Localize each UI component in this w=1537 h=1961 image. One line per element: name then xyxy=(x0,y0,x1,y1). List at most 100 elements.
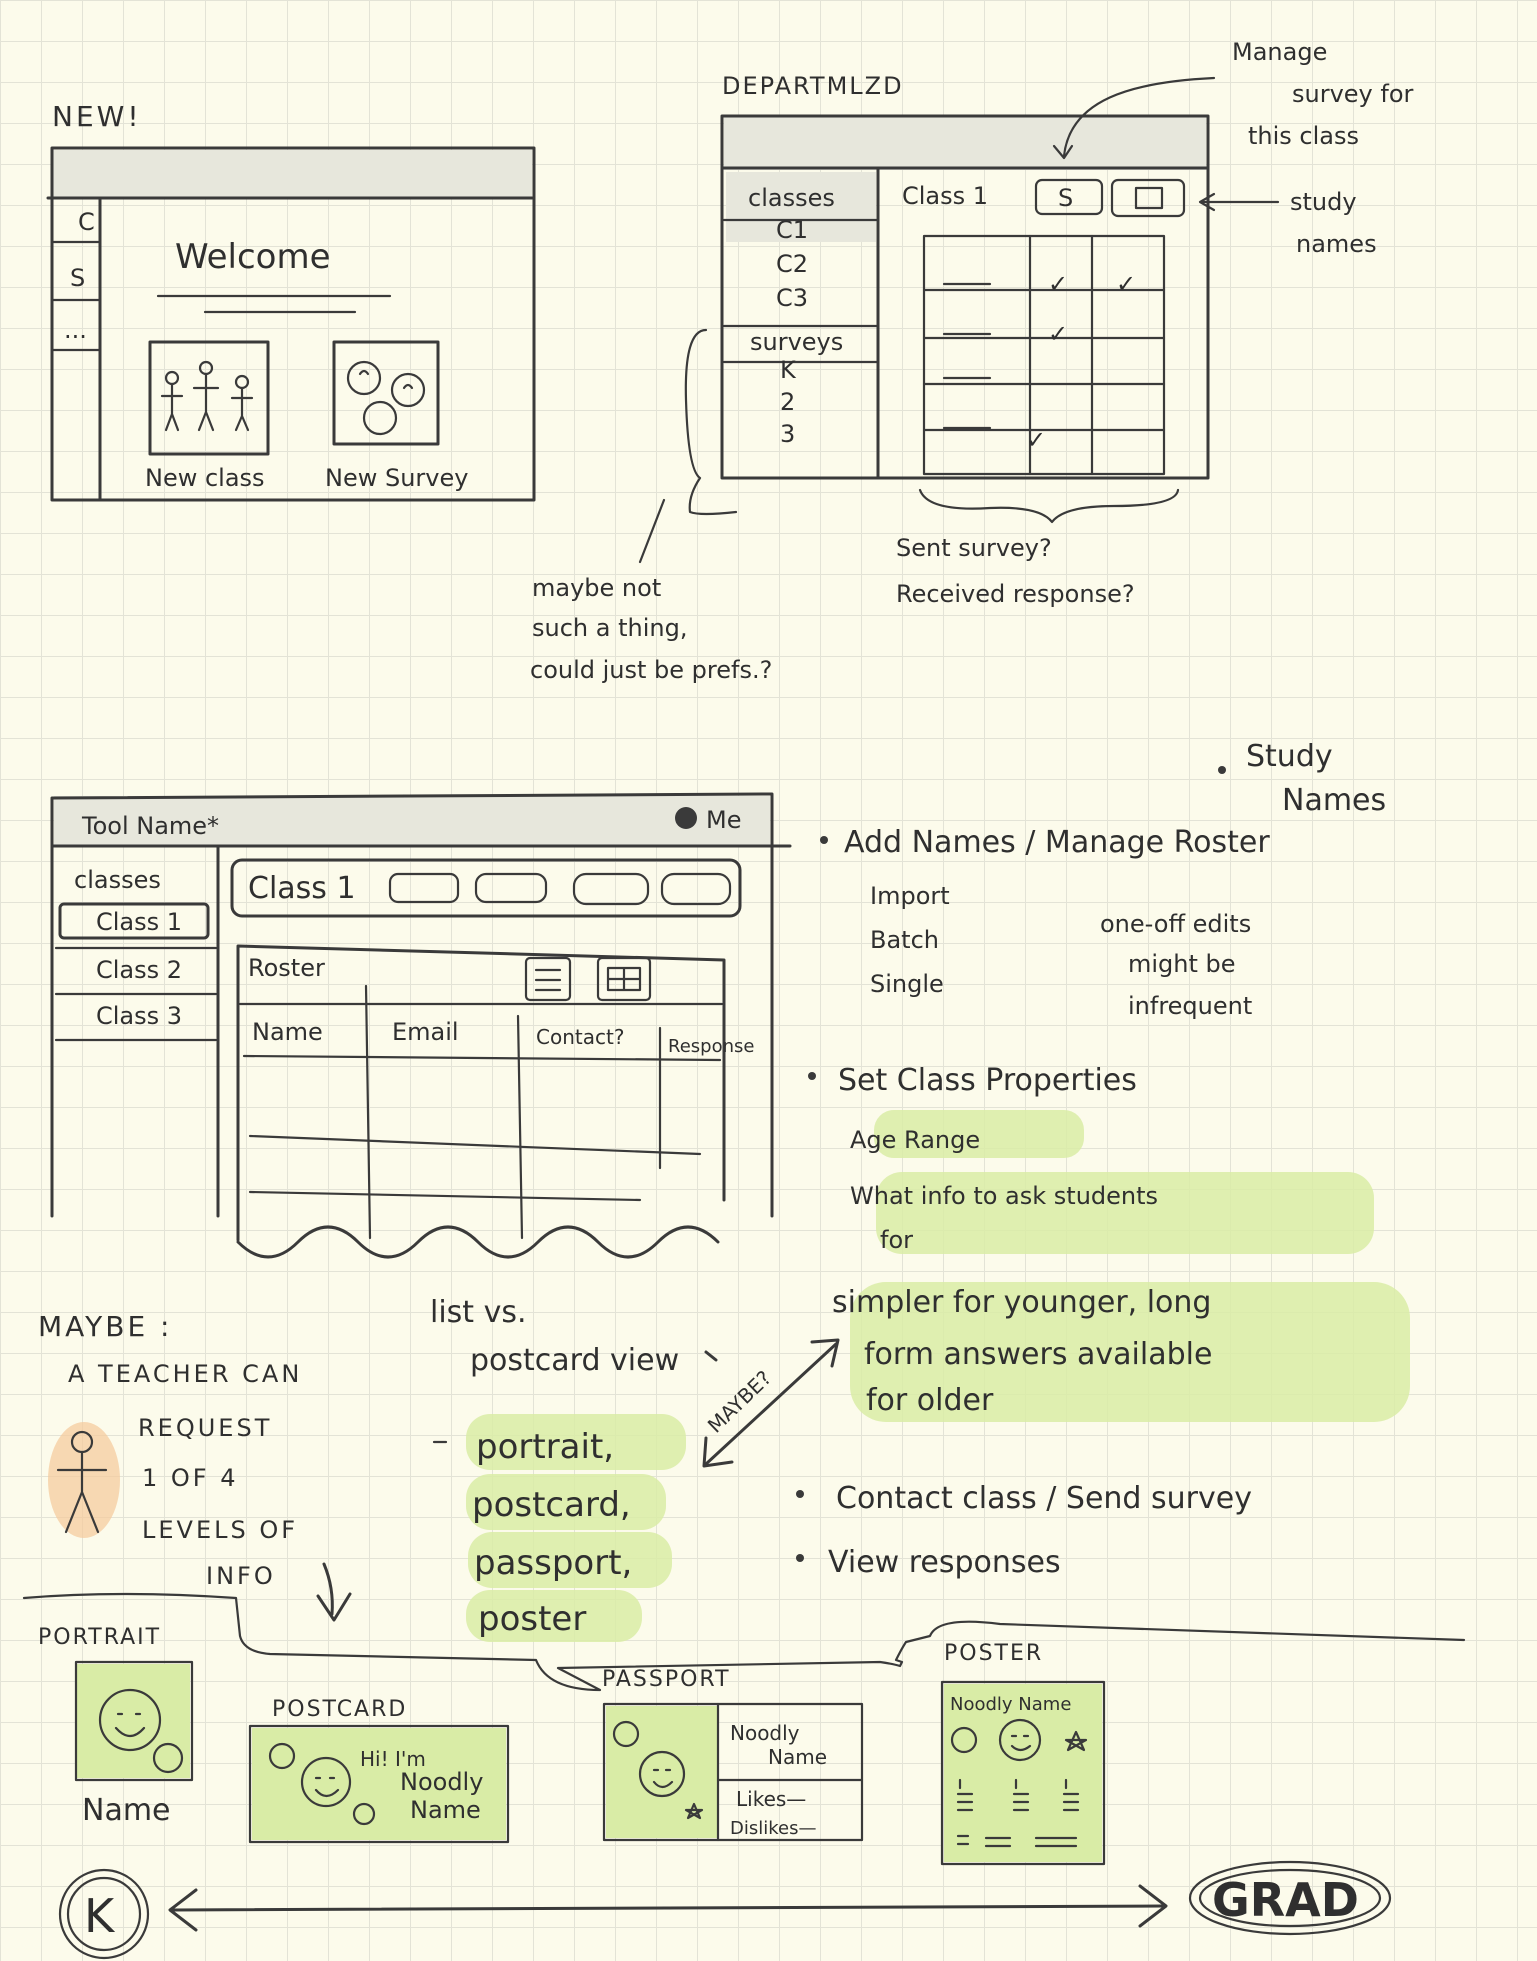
note-text: Add Names / Manage Roster xyxy=(844,825,1270,860)
scale-start: K xyxy=(84,1889,116,1943)
passport-text: Noodly xyxy=(730,1721,800,1745)
poster-card: POSTER Noodly Name xyxy=(940,1641,1106,1866)
scale-end: GRAD xyxy=(1212,1873,1359,1927)
postcard-text: Name xyxy=(410,1796,481,1824)
format-text: poster xyxy=(478,1599,586,1639)
grid-icon xyxy=(606,966,642,992)
annotation-manage: this class xyxy=(1248,122,1359,150)
format-text: portrait, xyxy=(476,1427,614,1467)
dept-survey-item[interactable]: 3 xyxy=(780,420,795,448)
levels-strip: PORTRAIT Name POSTCARD Hi! I'm Noodly Na… xyxy=(22,1592,1466,1960)
grad-badge xyxy=(1188,1860,1392,1936)
welcome-titlebar xyxy=(52,150,532,198)
tab-button[interactable] xyxy=(388,872,460,904)
maybe-text: 1 OF 4 xyxy=(142,1464,239,1492)
poster-title: POSTER xyxy=(944,1641,1043,1666)
tab-button[interactable] xyxy=(474,872,548,904)
passport-text: Likes— xyxy=(736,1787,806,1811)
list-view-button[interactable] xyxy=(524,956,572,1002)
tool-class-header xyxy=(230,858,742,918)
dept-surveys-header: surveys xyxy=(750,328,843,356)
person-icon xyxy=(48,1422,120,1538)
note-text: Names xyxy=(1282,783,1386,818)
note-text: simpler for younger, long xyxy=(832,1285,1211,1320)
check-mark: ✓ xyxy=(1048,320,1068,348)
note-sub: Single xyxy=(870,970,944,998)
welcome-sidebar-item[interactable]: C xyxy=(78,208,95,236)
format-text: passport, xyxy=(474,1543,632,1583)
tab-button[interactable] xyxy=(660,872,732,906)
annotation-sent: Received response? xyxy=(896,580,1135,608)
welcome-sketch: NEW! C S ... Welcome New class xyxy=(46,100,536,502)
tab-button[interactable] xyxy=(572,872,650,906)
study-names-button[interactable] xyxy=(1110,178,1186,218)
welcome-window xyxy=(50,146,536,502)
dept-classes-header: classes xyxy=(748,184,835,212)
smiley-face-icon xyxy=(98,1688,162,1752)
dept-window xyxy=(720,114,1210,480)
user-name[interactable]: Me xyxy=(706,806,741,834)
card-view-button[interactable] xyxy=(596,956,652,1002)
user-avatar[interactable] xyxy=(675,807,697,829)
smiley-face-icon xyxy=(998,1718,1042,1762)
brace-icon xyxy=(918,488,1180,524)
dept-class-item[interactable]: C2 xyxy=(776,250,808,278)
note-sub: Batch xyxy=(870,926,939,954)
tool-sidebar-header: classes xyxy=(74,866,161,894)
roster-panel xyxy=(236,944,726,1259)
survey-button[interactable] xyxy=(1034,178,1104,216)
flower-icon xyxy=(612,1720,640,1748)
column-header: Email xyxy=(392,1018,459,1046)
new-survey-card[interactable]: New Survey xyxy=(325,340,468,492)
roster-title: Roster xyxy=(248,954,325,982)
tool-class-item[interactable]: Class 2 xyxy=(96,956,182,984)
maybe-text: A TEACHER CAN xyxy=(68,1360,302,1388)
welcome-sidebar-item[interactable]: ... xyxy=(64,316,87,344)
poster-text: Noodly Name xyxy=(950,1694,1071,1715)
check-mark: ✓ xyxy=(1026,426,1046,454)
note-text: View responses xyxy=(828,1545,1061,1580)
tool-class-item-selected[interactable] xyxy=(58,902,210,940)
portrait-title: PORTRAIT xyxy=(38,1625,161,1650)
dept-heading: DEPARTMLZD xyxy=(722,72,904,100)
passport-card: PASSPORT Noodly Name Likes— Dislikes— xyxy=(602,1667,864,1842)
annotation-manage: Manage xyxy=(1232,38,1327,66)
new-survey-label: New Survey xyxy=(325,464,468,492)
tool-window xyxy=(50,792,774,1218)
new-class-label: New class xyxy=(145,464,265,492)
star-icon xyxy=(152,1742,184,1774)
new-class-card[interactable]: New class xyxy=(145,340,270,492)
card-icon xyxy=(1134,186,1164,210)
note-text: for older xyxy=(866,1383,994,1418)
note-sub: What info to ask students xyxy=(850,1182,1158,1210)
dept-survey-item[interactable]: K xyxy=(780,356,797,384)
annotation-study: study xyxy=(1290,188,1357,216)
list-vs-text: list vs. xyxy=(430,1295,527,1330)
note-sub: one-off edits xyxy=(1100,910,1251,938)
star-icon xyxy=(1064,1730,1088,1752)
note-text: Study xyxy=(1246,739,1333,774)
annotation-manage: survey for xyxy=(1292,80,1414,108)
annotation-study: names xyxy=(1296,230,1377,258)
annotation-maybe-not: could just be prefs.? xyxy=(530,656,772,684)
app-title: Tool Name* xyxy=(81,812,219,840)
flower-icon xyxy=(268,1742,296,1770)
dept-class-item[interactable]: C3 xyxy=(776,284,808,312)
passport-text: Name xyxy=(768,1745,827,1769)
dept-class-item[interactable]: C1 xyxy=(776,216,808,244)
portrait-card: PORTRAIT Name xyxy=(38,1625,194,1828)
smiley-face-icon xyxy=(300,1756,352,1808)
note-text: Set Class Properties xyxy=(838,1063,1137,1098)
format-text: postcard, xyxy=(472,1485,631,1525)
k-badge xyxy=(58,1868,150,1960)
tool-class-item[interactable]: Class 3 xyxy=(96,1002,182,1030)
grade-scale: K GRAD xyxy=(58,1860,1392,1960)
list-vs-text: postcard view xyxy=(470,1343,679,1378)
star-icon xyxy=(352,1802,376,1826)
dept-survey-item[interactable]: 2 xyxy=(780,388,795,416)
tool-class-item: Class 1 xyxy=(96,908,182,936)
people-icon xyxy=(160,360,254,432)
note-text: form answers available xyxy=(864,1337,1212,1372)
welcome-sidebar-item[interactable]: S xyxy=(70,264,85,292)
faces-icon xyxy=(346,360,426,436)
